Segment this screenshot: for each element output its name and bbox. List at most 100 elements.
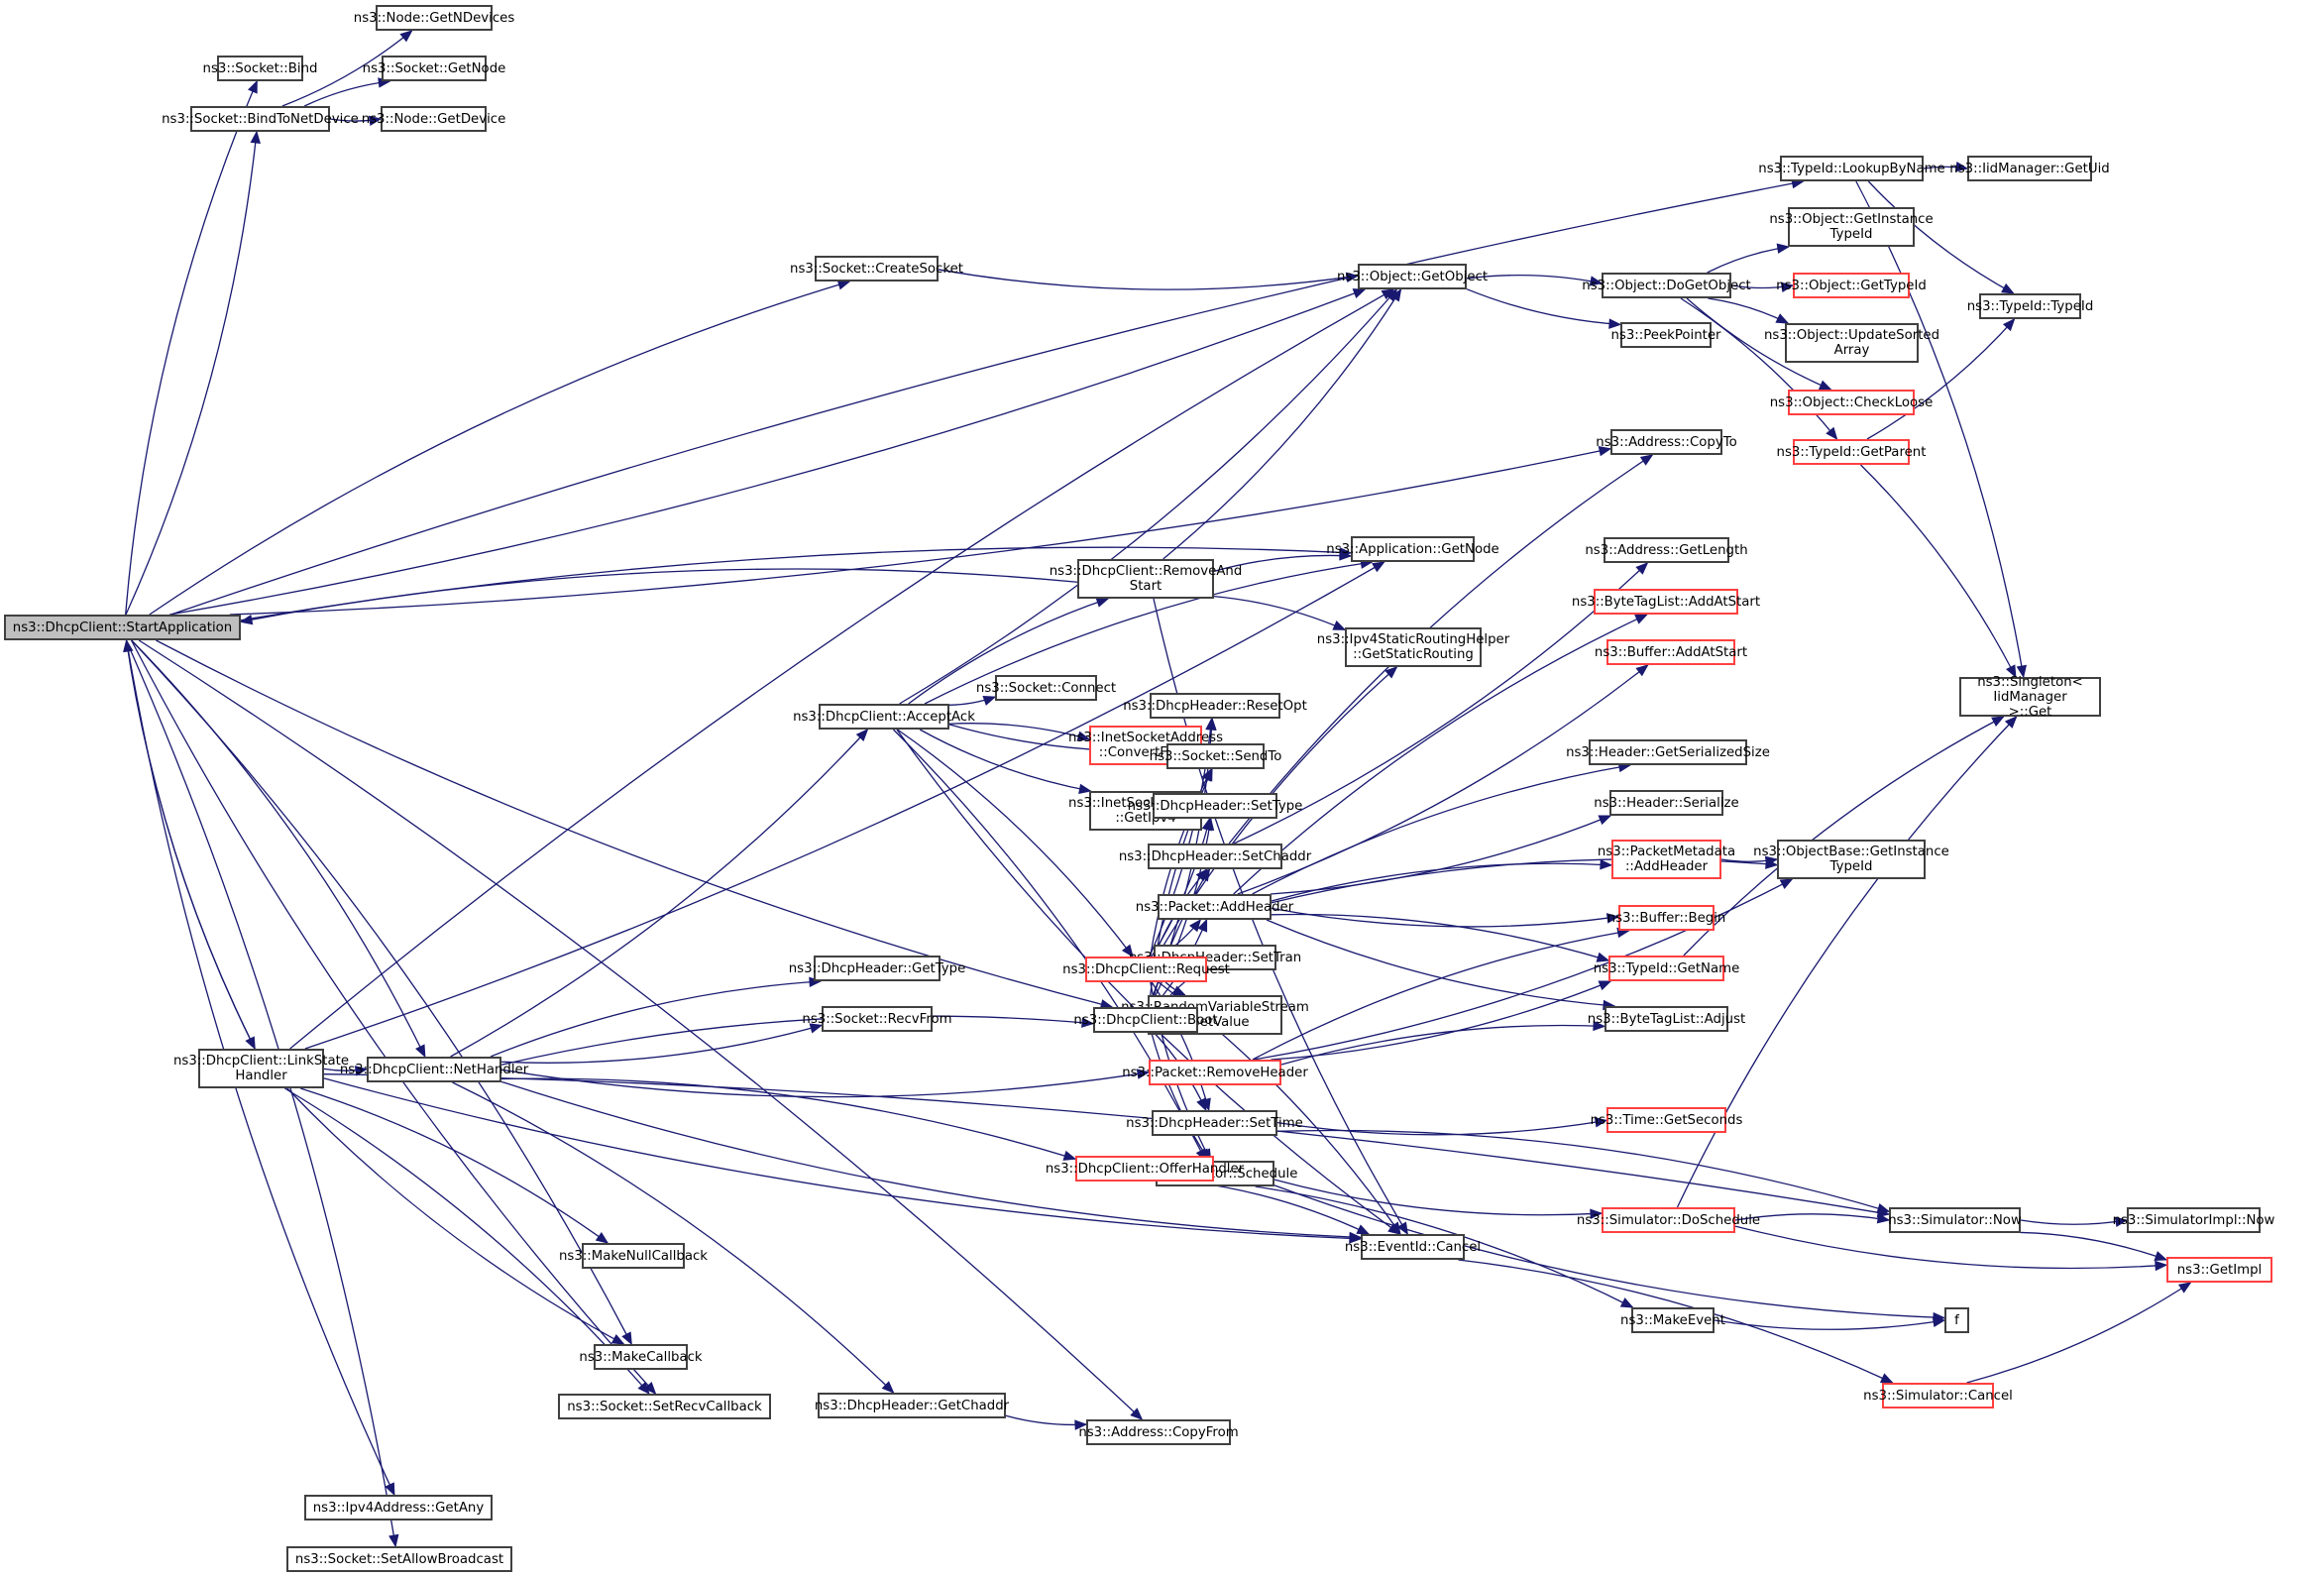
node-application-getnode[interactable]: ns3::Application::GetNode [1326,536,1499,562]
node-dhcpclient-request[interactable]: ns3::DhcpClient::Request [1062,957,1230,982]
node-socket-createsocket[interactable]: ns3::Socket::CreateSocket [790,256,963,282]
node-socket-setallowbroadcast[interactable]: ns3::Socket::SetAllowBroadcast [286,1546,512,1572]
node-offerhandler[interactable]: ns3::DhcpClient::OfferHandler [1046,1156,1244,1182]
arrowhead-icon [1078,783,1092,795]
node-socket-getnode[interactable]: ns3::Socket::GetNode [363,56,505,81]
node-object-dogetobject[interactable]: ns3::Object::DoGetObject [1582,273,1751,298]
node-bind-to-net-device[interactable]: ns3::Socket::BindToNetDevice [162,106,359,132]
node-dhcpclient-boot[interactable]: ns3::DhcpClient::Boot [1073,1007,1218,1033]
node-dhcpheader-resetopt[interactable]: ns3::DhcpHeader::ResetOpt [1123,693,1307,719]
node-packet-removeheader[interactable]: ns3::Packet::RemoveHeader [1122,1060,1308,1085]
edge-start-application-to-nethandler [131,639,426,1058]
edge-nethandler-to-dhcpheader-getchaddr [452,1081,894,1394]
node-address-copyfrom[interactable]: ns3::Address::CopyFrom [1078,1419,1239,1445]
arrowhead-icon [1332,620,1347,630]
node-start-application: ns3::DhcpClient::StartApplication [4,615,241,640]
node-ipv4staticroutinghelper[interactable]: ns3::Ipv4StaticRoutingHelper ::GetStatic… [1317,627,1509,667]
arrowhead-icon [1095,597,1110,608]
node-f[interactable]: f [1944,1307,1969,1333]
edge-start-application-to-linkstatehandler [125,639,256,1050]
node-socket-setrecvcallback[interactable]: ns3::Socket::SetRecvCallback [558,1394,771,1419]
edge-object-dogetobject-to-object-checkloose [1686,297,1831,391]
node-buffer-addatstart[interactable]: ns3::Buffer::AddAtStart [1595,639,1747,665]
node-simulator-cancel[interactable]: ns3::Simulator::Cancel [1863,1383,2013,1408]
edge-acceptack-to-inetsocketaddress-getipv4 [919,729,1091,792]
node-removeandstart[interactable]: ns3::DhcpClient::RemoveAnd Start [1050,559,1242,599]
node-objectbase-getinstancetypeid[interactable]: ns3::ObjectBase::GetInstance TypeId [1753,840,1949,879]
arrowhead-icon [2177,1282,2192,1294]
arrowhead-icon [1197,918,1208,933]
arrowhead-icon [643,1381,657,1395]
node-object-checkloose[interactable]: ns3::Object::CheckLoose [1770,390,1933,415]
edge-start-application-to-makecallback [131,639,632,1345]
node-socket-bind[interactable]: ns3::Socket::Bind [203,56,317,81]
edge-packet-removeheader-to-bytetaglist-adjust [1280,1024,1605,1066]
node-simulator-now[interactable]: ns3::Simulator::Now [1888,1207,2022,1233]
node-makenullcallback[interactable]: ns3::MakeNullCallback [559,1243,708,1269]
node-peekpointer[interactable]: ns3::PeekPointer [1610,322,1721,348]
edge-start-application-to-dhcpclient-boot [156,639,1113,1008]
node-bytetaglist-addatstart[interactable]: ns3::ByteTagList::AddAtStart [1572,589,1760,615]
node-eventid-cancel[interactable]: ns3::EventId::Cancel [1345,1234,1481,1260]
edge-object-getobject-to-peekpointer [1466,288,1621,326]
node-typeid-lookupbyname[interactable]: ns3::TypeId::LookupByName [1758,156,1945,181]
node-typeid-getname[interactable]: ns3::TypeId::GetName [1594,956,1739,981]
node-makecallback[interactable]: ns3::MakeCallback [579,1344,703,1370]
node-object-getobject[interactable]: ns3::Object::GetObject [1337,264,1488,289]
node-getimpl[interactable]: ns3::GetImpl [2166,1257,2272,1283]
node-socket-sendto[interactable]: ns3::Socket::SendTo [1150,743,1281,769]
edge-socket-createsocket-to-object-getobject [938,269,1359,290]
edge-acceptack-to-eventid-cancel [896,729,1400,1235]
edge-dhcpclient-boot-to-dhcpheader-setchaddr [1150,868,1211,1008]
node-dhcpheader-setchaddr[interactable]: ns3::DhcpHeader::SetChaddr [1119,844,1311,869]
node-typeid-getparent[interactable]: ns3::TypeId::GetParent [1777,439,1926,465]
node-object-getinstancetypeid[interactable]: ns3::Object::GetInstance TypeId [1769,207,1934,247]
node-singleton-get[interactable]: ns3::Singleton< IidManager >::Get [1959,675,2101,720]
node-ipv4address-getany[interactable]: ns3::Ipv4Address::GetAny [304,1495,493,1521]
arrowhead-icon [1590,1208,1604,1219]
node-node-getdevice[interactable]: ns3::Node::GetDevice [362,106,505,132]
node-acceptack[interactable]: ns3::DhcpClient::AcceptAck [793,704,975,730]
arrowhead-icon [1339,550,1353,561]
edge-simulator-now-to-getimpl [2020,1231,2167,1261]
node-socket-recvfrom[interactable]: ns3::Socket::RecvFrom [802,1006,952,1032]
node-makeevent[interactable]: ns3::MakeEvent [1620,1307,1725,1333]
node-socket-connect[interactable]: ns3::Socket::Connect [976,675,1116,701]
node-packet-addheader[interactable]: ns3::Packet::AddHeader [1136,894,1293,920]
arrowhead-icon [1991,716,2005,727]
node-bytetaglist-adjust[interactable]: ns3::ByteTagList::Adjust [1588,1006,1745,1032]
node-typeid-typeid[interactable]: ns3::TypeId::TypeId [1967,293,2093,319]
arrowhead-icon [1634,614,1648,624]
node-node-getndevices[interactable]: ns3::Node::GetNDevices [354,5,514,31]
node-linkstatehandler[interactable]: ns3::DhcpClient::LinkState Handler [173,1049,349,1088]
edge-removeandstart-to-start-application [240,568,1078,622]
node-dhcpheader-settype[interactable]: ns3::DhcpHeader::SetType [1128,793,1302,819]
node-address-copyto[interactable]: ns3::Address::CopyTo [1596,429,1737,455]
node-address-getlength[interactable]: ns3::Address::GetLength [1585,537,1748,563]
arrowhead-icon [1121,944,1134,958]
arrowhead-icon [1356,1224,1371,1235]
node-object-gettypeid[interactable]: ns3::Object::GetTypeId [1776,273,1927,298]
edge-packet-addheader-to-buffer-begin [1271,907,1619,928]
node-dhcpheader-settime[interactable]: ns3::DhcpHeader::SetTime [1126,1110,1303,1136]
node-buffer-begin[interactable]: ns3::Buffer::Begin [1607,905,1725,931]
arrowhead-icon [247,79,258,94]
edge-packet-removeheader-to-buffer-begin [1252,930,1629,1061]
node-header-getserializedsize[interactable]: ns3::Header::GetSerializedSize [1566,739,1770,765]
edge-start-application-to-bind-to-net-device [125,131,258,616]
arrowhead-icon [415,1044,426,1059]
node-simulatorimpl-now[interactable]: ns3::SimulatorImpl::Now [2113,1207,2274,1233]
node-iidmanager-getuid[interactable]: ns3::IidManager::GetUid [1949,156,2110,181]
arrowhead-icon [621,1331,632,1346]
node-dhcpheader-getchaddr[interactable]: ns3::DhcpHeader::GetChaddr [815,1393,1009,1418]
edge-packet-addheader-to-bytetaglist-adjust [1266,919,1615,1007]
node-time-getseconds[interactable]: ns3::Time::GetSeconds [1591,1107,1742,1133]
node-packetmetadata-addheader[interactable]: ns3::PacketMetadata ::AddHeader [1598,840,1735,879]
node-object-updatesortedarray[interactable]: ns3::Object::UpdateSorted Array [1764,323,1939,363]
edge-dhcpheader-settime-to-time-getseconds [1276,1119,1607,1136]
node-nethandler[interactable]: ns3::DhcpClient::NetHandler [340,1057,528,1082]
arrowhead-icon [836,280,851,290]
node-simulator-doschedule[interactable]: ns3::Simulator::DoSchedule [1577,1207,1760,1233]
node-dhcpheader-gettype[interactable]: ns3::DhcpHeader::GetType [789,956,965,981]
node-header-serialize[interactable]: ns3::Header::Serialize [1594,790,1739,816]
